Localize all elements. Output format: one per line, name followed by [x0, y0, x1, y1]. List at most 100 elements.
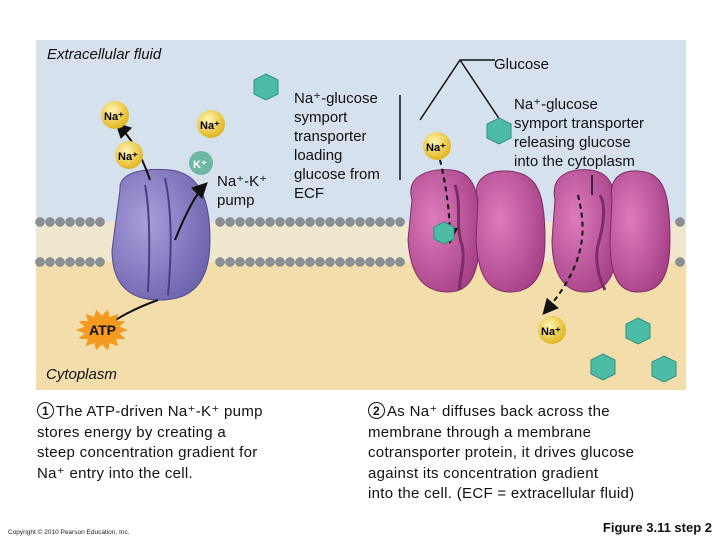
- potassium-ion: K⁺: [189, 151, 213, 175]
- phospholipid-head: [315, 217, 325, 227]
- phospholipid-head: [335, 217, 345, 227]
- phospholipid-head: [255, 217, 265, 227]
- phospholipid-head: [305, 257, 315, 267]
- glucose-molecule: [486, 117, 512, 145]
- phospholipid-head: [55, 257, 65, 267]
- phospholipid-head: [235, 217, 245, 227]
- sodium-ion: Na⁺: [197, 110, 225, 138]
- phospholipid-head: [35, 257, 45, 267]
- svg-text:Na⁺: Na⁺: [118, 151, 138, 163]
- cytoplasm-label: Cytoplasm: [46, 366, 117, 383]
- phospholipid-head: [385, 217, 395, 227]
- svg-text:Na⁺: Na⁺: [104, 111, 124, 123]
- phospholipid-head: [35, 217, 45, 227]
- svg-text:Na⁺: Na⁺: [541, 326, 561, 338]
- loading-label-line: symport: [294, 109, 348, 126]
- phospholipid-head: [265, 217, 275, 227]
- phospholipid-head: [95, 217, 105, 227]
- leader-lines: [399, 59, 593, 195]
- phospholipid-head: [295, 257, 305, 267]
- loading-label-line: ECF: [294, 185, 324, 202]
- sodium-ion: Na⁺: [115, 141, 143, 169]
- step-text-line: The ATP-driven Na⁺-K⁺ pump: [56, 403, 263, 420]
- phospholipid-head: [675, 257, 685, 267]
- pump-label-line: pump: [217, 192, 255, 209]
- phospholipid-head: [245, 217, 255, 227]
- glucose-molecule: [651, 355, 677, 383]
- phospholipid-head: [45, 257, 55, 267]
- phospholipid-head: [345, 257, 355, 267]
- step-text-line: stores energy by creating a: [37, 423, 227, 441]
- step-text-line: Na⁺ entry into the cell.: [37, 464, 194, 482]
- sodium-ion: Na⁺: [423, 132, 451, 160]
- svg-text:ATP: ATP: [89, 322, 116, 338]
- phospholipid-head: [345, 217, 355, 227]
- symporter-loading: [407, 169, 546, 293]
- phospholipid-head: [395, 217, 405, 227]
- loading-symporter-label: Na⁺-glucose symport transporter loading …: [294, 89, 380, 203]
- pump-label: Na⁺-K⁺ pump: [217, 172, 267, 210]
- phospholipid-head: [225, 257, 235, 267]
- phospholipid-head: [45, 217, 55, 227]
- phospholipid-head: [225, 217, 235, 227]
- phospholipid-head: [355, 257, 365, 267]
- loading-label-line: glucose from: [294, 166, 380, 183]
- step-text-line: cotransporter protein, it drives glucose: [368, 444, 635, 461]
- extracellular-label: Extracellular fluid: [47, 46, 162, 63]
- phospholipid-head: [325, 257, 335, 267]
- releasing-label-line: Na⁺-glucose: [514, 96, 598, 113]
- phospholipid-head: [85, 217, 95, 227]
- loading-label-line: loading: [294, 147, 343, 164]
- figure-reference: Figure 3.11 step 2: [602, 520, 712, 535]
- sodium-ion: Na⁺: [101, 101, 129, 129]
- phospholipid-head: [215, 257, 225, 267]
- atp-burst: ATP: [76, 309, 128, 351]
- phospholipid-head: [55, 217, 65, 227]
- step-2-badge: 2: [368, 402, 385, 419]
- glucose-molecule: [253, 73, 279, 101]
- phospholipid-head: [255, 257, 265, 267]
- phospholipid-head: [285, 217, 295, 227]
- svg-text:K⁺: K⁺: [193, 159, 207, 171]
- phospholipid-head: [285, 257, 295, 267]
- symporter-releasing: [551, 169, 671, 293]
- step-text-line: against its concentration gradient: [368, 464, 599, 482]
- phospholipid-head: [75, 217, 85, 227]
- phospholipid-head: [675, 217, 685, 227]
- phospholipid-head: [305, 217, 315, 227]
- phospholipid-head: [365, 257, 375, 267]
- phospholipid-head: [385, 257, 395, 267]
- phospholipid-head: [375, 257, 385, 267]
- glucose-molecule: [590, 353, 616, 381]
- phospholipid-head: [275, 257, 285, 267]
- releasing-symporter-label: Na⁺-glucose symport transporter releasin…: [514, 95, 644, 171]
- loading-label-line: transporter: [294, 128, 367, 145]
- phospholipid-head: [315, 257, 325, 267]
- step-text-line: As Na⁺ diffuses back across the: [387, 403, 610, 420]
- phospholipid-head: [355, 217, 365, 227]
- na-k-pump: [111, 168, 211, 301]
- phospholipid-head: [295, 217, 305, 227]
- step-text-line: membrane through a membrane: [368, 423, 592, 441]
- phospholipid-head: [265, 257, 275, 267]
- phospholipid-head: [235, 257, 245, 267]
- phospholipid-head: [65, 217, 75, 227]
- phospholipid-head: [365, 217, 375, 227]
- phospholipid-head: [75, 257, 85, 267]
- step-text-line: steep concentration gradient for: [37, 444, 258, 461]
- phospholipid-head: [375, 217, 385, 227]
- glucose-molecule: [433, 221, 455, 245]
- loading-label-line: Na⁺-glucose: [294, 90, 378, 107]
- phospholipid-head: [245, 257, 255, 267]
- glucose-label: Glucose: [494, 56, 550, 73]
- copyright: Copyright © 2010 Pearson Education, Inc.: [8, 529, 130, 536]
- svg-text:Na⁺: Na⁺: [200, 120, 220, 132]
- glucose-molecule: [625, 317, 651, 345]
- phospholipid-head: [275, 217, 285, 227]
- releasing-label-line: releasing glucose: [514, 134, 631, 151]
- step-1-badge: 1: [37, 402, 54, 419]
- releasing-label-line: symport transporter: [514, 115, 645, 132]
- phospholipid-head: [395, 257, 405, 267]
